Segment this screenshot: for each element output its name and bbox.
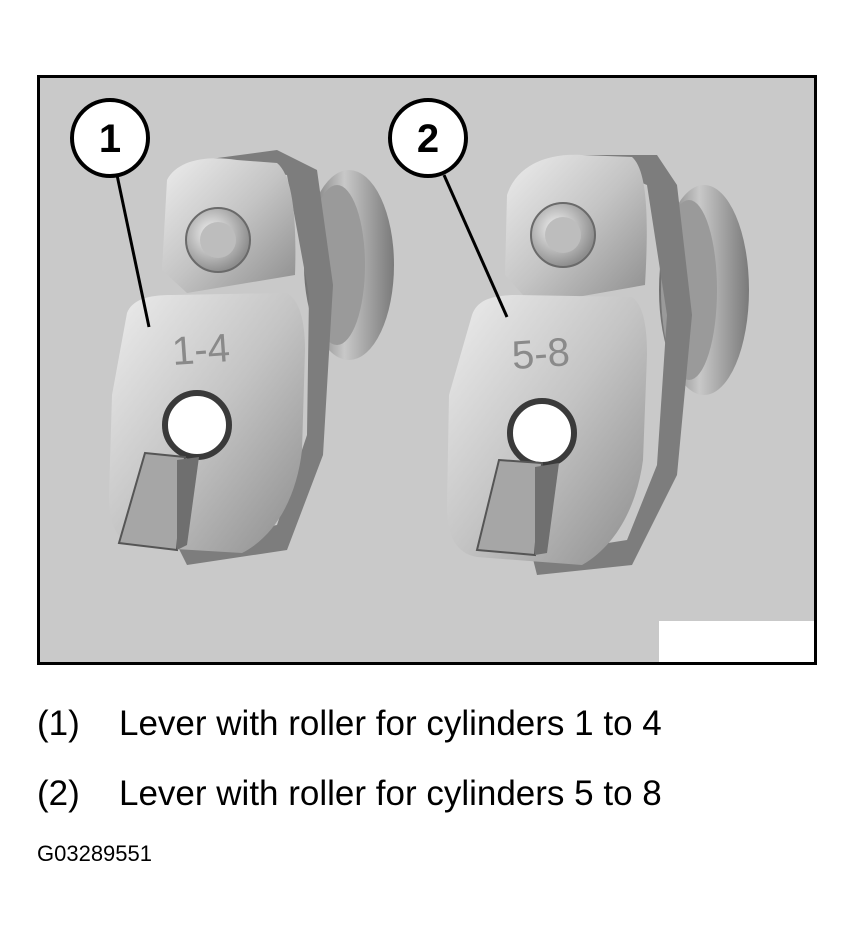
legend-item-2: (2) Lever with roller for cylinders 5 to … <box>37 774 662 814</box>
legend-item-1-text: Lever with roller for cylinders 1 to 4 <box>119 704 662 743</box>
callout-1-leader <box>115 174 151 328</box>
hole-1 <box>162 390 232 460</box>
legend-item-1-number: (1) <box>37 704 80 743</box>
lever-part-2 <box>447 154 749 575</box>
hole-2 <box>507 398 577 468</box>
legend-item-2-text: Lever with roller for cylinders 5 to 8 <box>119 774 662 813</box>
callout-1: 1 <box>70 98 150 178</box>
figure-panel: 1-4 5-8 1 2 <box>37 75 817 665</box>
callout-2-leader <box>442 174 509 318</box>
callout-2: 2 <box>388 98 468 178</box>
white-patch <box>659 621 814 662</box>
figure-id: G03289551 <box>37 841 152 866</box>
callout-1-number: 1 <box>99 117 121 161</box>
lever-part-1 <box>109 150 394 565</box>
legend-item-1: (1) Lever with roller for cylinders 1 to … <box>37 704 662 744</box>
callout-2-number: 2 <box>417 117 439 161</box>
legend-item-2-number: (2) <box>37 774 80 813</box>
engraving-2: 5-8 <box>510 330 571 378</box>
engraving-1: 1-4 <box>171 326 232 374</box>
